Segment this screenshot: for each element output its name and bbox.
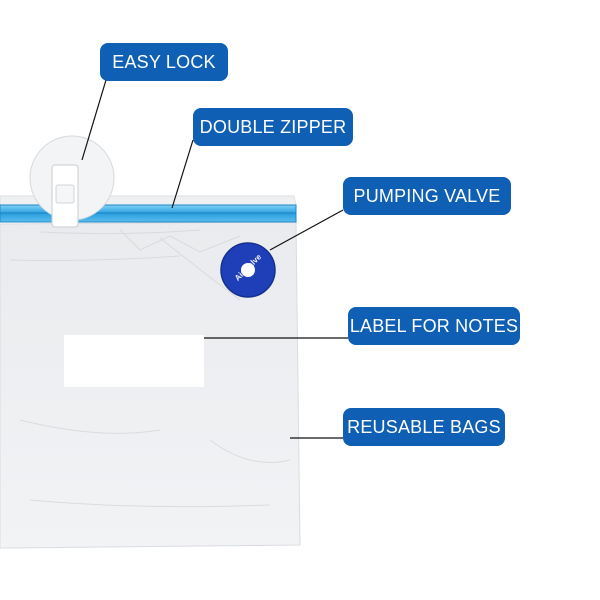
leader-double-zipper [171, 139, 194, 209]
leader-easy-lock [81, 79, 107, 161]
easy-lock-callout: EASY LOCK [100, 43, 228, 81]
bag-crinkles [9, 229, 291, 508]
air-valve [220, 242, 276, 298]
label-for-notes-callout: LABEL FOR NOTES [348, 307, 520, 345]
reusable-bags-callout: REUSABLE BAGS [343, 408, 505, 446]
label-for-notes-area [64, 335, 204, 387]
leader-pumping-valve [269, 209, 344, 251]
double-zipper-callout: DOUBLE ZIPPER [193, 108, 353, 146]
pumping-valve-callout: PUMPING VALVE [343, 177, 511, 215]
